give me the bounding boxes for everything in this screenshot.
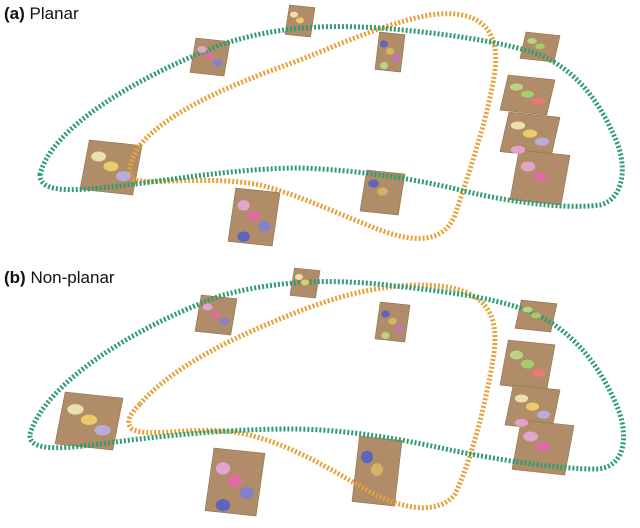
object-on-table	[395, 324, 404, 332]
object-on-table	[368, 179, 379, 188]
panel-non-planar: (b) Non-planar	[0, 264, 640, 528]
object-on-table	[67, 404, 84, 415]
object-on-table	[535, 43, 545, 50]
object-on-table	[522, 306, 533, 313]
object-on-table	[219, 317, 230, 325]
object-on-table	[371, 463, 383, 476]
table-group	[54, 267, 575, 517]
object-on-table	[520, 90, 535, 98]
object-on-table	[531, 368, 546, 378]
object-on-table	[210, 310, 222, 318]
panel-title: Planar	[29, 4, 79, 23]
object-on-table	[239, 486, 255, 499]
panel-tag: (b)	[4, 268, 26, 287]
object-on-table	[380, 62, 388, 70]
object-on-table	[381, 310, 390, 318]
panel-title: Non-planar	[30, 268, 115, 287]
object-on-table	[247, 210, 261, 222]
object-on-table	[509, 350, 524, 360]
object-on-table	[510, 145, 526, 154]
object-on-table	[532, 171, 548, 182]
object-on-table	[80, 414, 98, 426]
object-on-table	[523, 431, 539, 442]
object-on-table	[115, 171, 131, 182]
object-on-table	[213, 59, 223, 67]
panel-label: (a) Planar	[4, 4, 79, 24]
inner-trajectory	[126, 282, 498, 511]
trajectory-scene	[27, 267, 626, 517]
inner-trajectory	[127, 11, 499, 241]
object-group	[91, 11, 550, 242]
object-on-table	[197, 45, 207, 53]
object-on-table	[381, 332, 390, 340]
object-on-table	[535, 441, 551, 452]
panel-planar: (a) Planar	[4, 4, 625, 247]
object-on-table	[296, 17, 304, 24]
object-on-table	[202, 303, 213, 311]
object-on-table	[522, 129, 538, 138]
object-on-table	[525, 402, 540, 411]
object-on-table	[237, 200, 250, 211]
object-on-table	[386, 47, 394, 55]
object-on-table	[534, 137, 550, 146]
object-on-table	[227, 474, 243, 487]
object-on-table	[510, 121, 526, 130]
object-on-table	[215, 499, 231, 512]
panel-label: (b) Non-planar	[4, 268, 115, 288]
object-on-table	[530, 312, 542, 319]
object-on-table	[527, 38, 537, 44]
panel-tag: (a)	[4, 4, 25, 23]
object-on-table	[388, 317, 397, 325]
object-on-table	[392, 54, 400, 63]
table-group	[79, 4, 571, 247]
object-on-table	[103, 161, 119, 172]
object-on-table	[290, 11, 298, 18]
object-on-table	[536, 410, 551, 419]
object-on-table	[295, 274, 303, 280]
object-on-table	[509, 83, 524, 91]
object-on-table	[377, 187, 388, 196]
object-on-table	[205, 52, 215, 60]
object-on-table	[361, 450, 373, 464]
object-on-table	[258, 221, 271, 232]
object-on-table	[237, 231, 250, 242]
object-on-table	[514, 418, 529, 427]
object-group	[67, 274, 551, 512]
object-on-table	[94, 425, 111, 436]
trajectory-scene	[37, 4, 625, 247]
object-on-table	[380, 40, 388, 48]
object-on-table	[215, 462, 231, 475]
object-on-table	[91, 151, 107, 162]
outer-trajectory	[27, 279, 626, 472]
object-on-table	[520, 161, 536, 172]
object-on-table	[520, 359, 535, 369]
object-on-table	[531, 97, 546, 105]
object-on-table	[514, 394, 529, 403]
object-on-table	[301, 279, 309, 286]
